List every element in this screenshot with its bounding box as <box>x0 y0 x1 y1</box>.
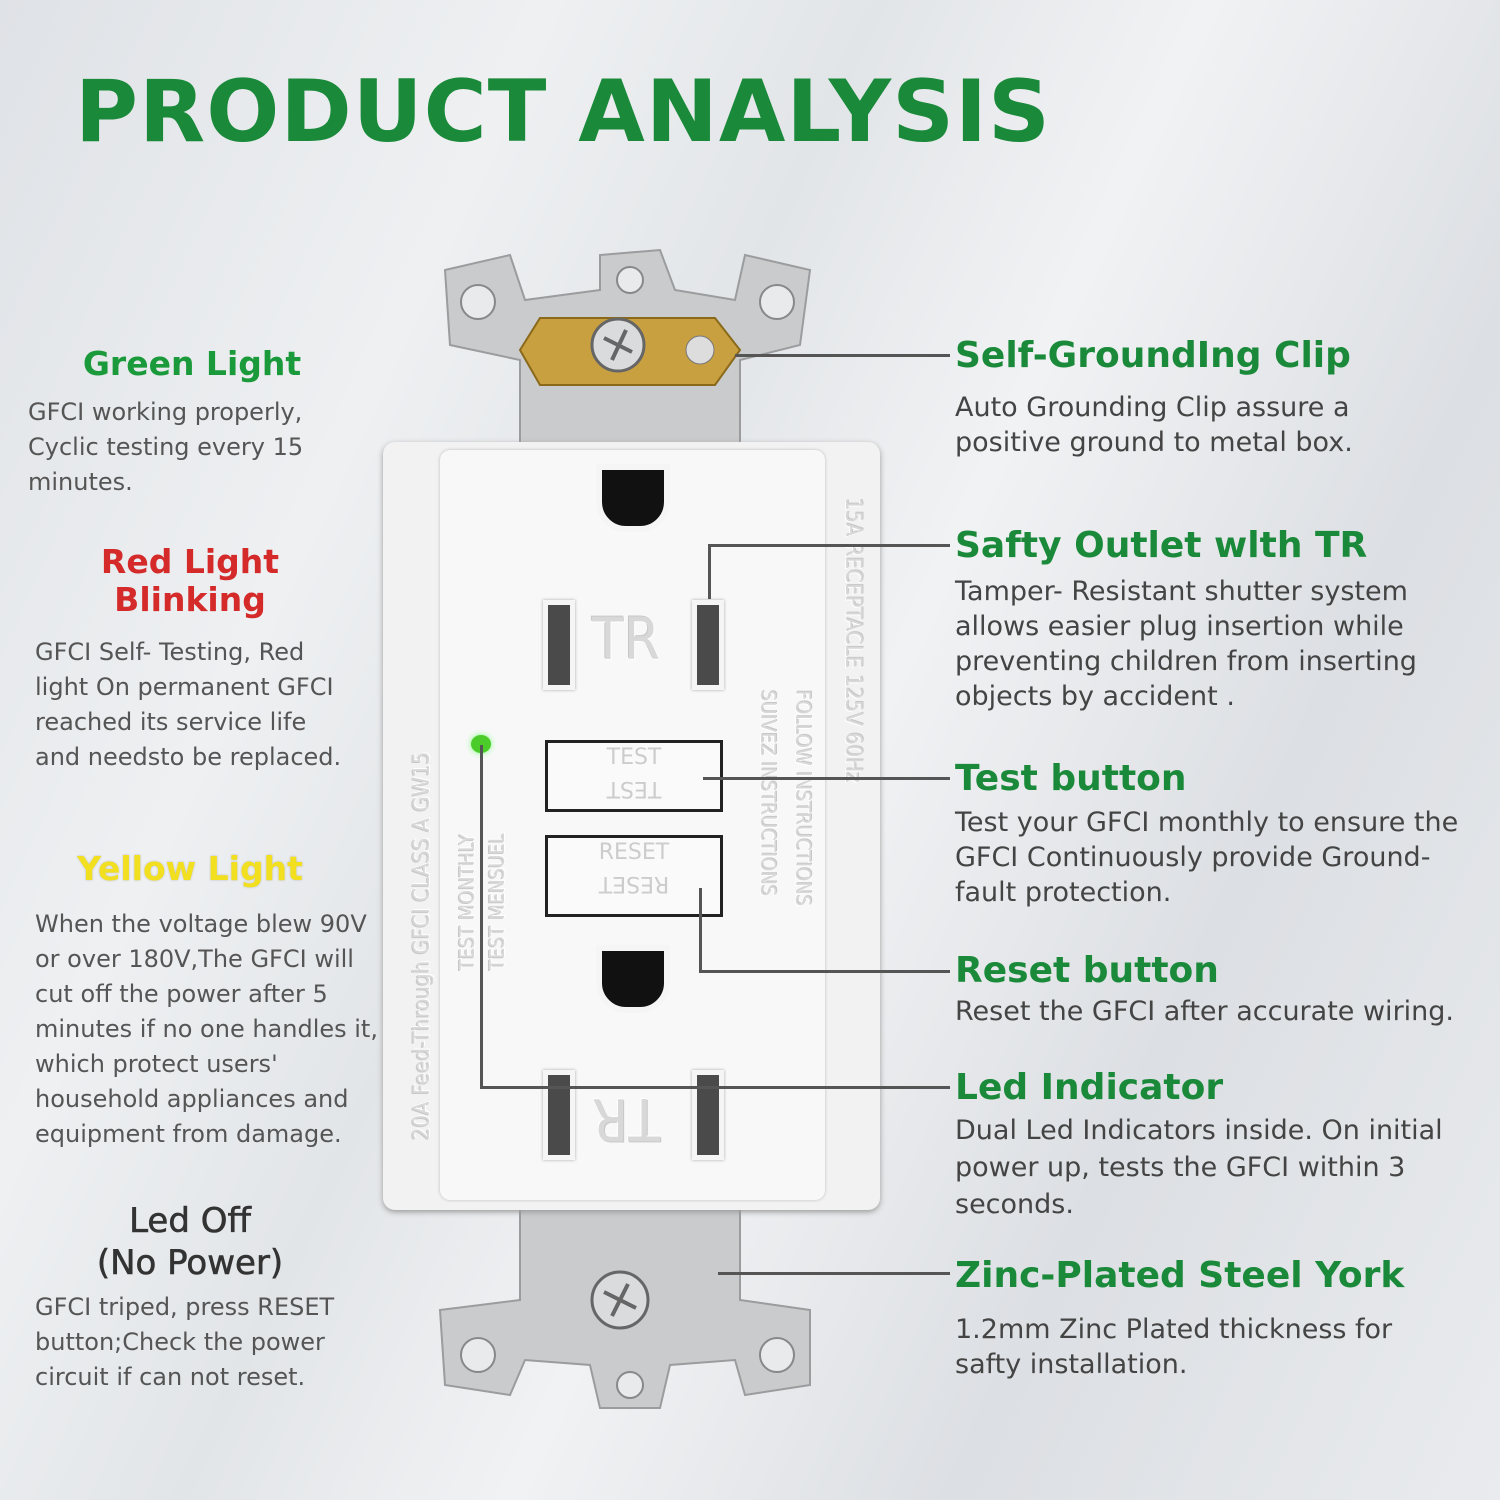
yellow-light-heading: Yellow Light <box>77 849 303 888</box>
reset-label: RESET <box>598 840 670 865</box>
rating-emboss: 15A RECEPTACLE 125V 60Hz <box>840 498 865 783</box>
follow-instructions-emboss: FOLLOW INSTRUCTIONS <box>791 690 815 907</box>
led-text: Dual Led Indicators inside. On initial p… <box>955 1115 1443 1220</box>
callout-line-tr <box>708 544 950 547</box>
led-indicator <box>471 735 491 753</box>
led-off-heading-line2: (No Power) <box>96 1243 284 1284</box>
page-title: PRODUCT ANALYSIS <box>75 62 1051 162</box>
tr-mark-top: TR <box>592 605 661 673</box>
callout-line-yoke <box>718 1272 950 1275</box>
hot-slot-top <box>692 600 724 690</box>
callout-line-reset <box>699 970 950 973</box>
callout-line-led-drop <box>480 745 483 1088</box>
clip-heading: Self-GroundIng Clip <box>955 335 1351 376</box>
yoke-heading: Zinc-Plated Steel York <box>955 1255 1405 1296</box>
test-button[interactable]: TEST TEST <box>545 740 723 812</box>
tr-mark-bottom: TR <box>592 1085 661 1153</box>
clip-text: Auto Grounding Clip assure a positive gr… <box>955 392 1353 458</box>
callout-line-test <box>703 777 950 780</box>
reset-label-inverted: RESET <box>598 871 670 896</box>
callout-line-reset-drop <box>699 888 702 972</box>
green-light-text: GFCI working properly, Cyclic testing ev… <box>28 398 304 496</box>
callout-line-clip <box>735 354 950 357</box>
hot-slot-bottom <box>692 1070 724 1160</box>
reset-heading: Reset button <box>955 950 1219 991</box>
test-text: Test your GFCI monthly to ensure the GFC… <box>955 807 1459 908</box>
led-off-heading: Led Off (No Power) <box>20 1200 360 1284</box>
test-monthly-emboss: TEST MONTHLY <box>455 833 479 971</box>
feed-through-emboss: 20A Feed-Through GFCI CLASS A GW15 <box>410 751 435 1140</box>
yellow-light-text: When the voltage blew 90V or over 180V,T… <box>35 910 378 1148</box>
neutral-slot-top <box>543 600 575 690</box>
red-light-heading-line1: Red Light <box>100 542 280 581</box>
callout-line-tr-drop <box>708 544 711 599</box>
tr-heading: Safty Outlet wlth TR <box>955 525 1368 566</box>
led-off-heading-line1: Led Off <box>129 1201 251 1242</box>
tr-text: Tamper- Resistant shutter system allows … <box>955 576 1417 712</box>
led-off-text: GFCI triped, press RESET button;Check th… <box>35 1293 335 1391</box>
suivez-instructions-emboss: SUIVEZ INSTRUCTIONS <box>756 690 780 897</box>
reset-button[interactable]: RESET RESET <box>545 835 723 917</box>
callout-line-led <box>480 1086 950 1089</box>
outlet-face <box>440 450 825 1200</box>
test-heading: Test button <box>955 758 1187 799</box>
red-light-heading-line2: Blinking <box>114 580 266 619</box>
led-heading: Led Indicator <box>955 1067 1224 1108</box>
green-light-heading: Green Light <box>82 344 302 383</box>
test-mensuel-emboss: TEST MENSUEL <box>485 833 509 970</box>
reset-text: Reset the GFCI after accurate wiring. <box>955 996 1454 1027</box>
red-light-text: GFCI Self- Testing, Red light On permane… <box>35 638 342 771</box>
test-label-inverted: TEST <box>606 776 662 801</box>
ground-hole-top <box>596 464 670 532</box>
neutral-slot-bottom <box>543 1070 575 1160</box>
red-light-heading: Red Light Blinking <box>20 543 360 619</box>
yoke-text: 1.2mm Zinc Plated thickness for safty in… <box>955 1314 1393 1380</box>
ground-hole-bottom <box>596 945 670 1013</box>
test-label: TEST <box>606 745 662 770</box>
